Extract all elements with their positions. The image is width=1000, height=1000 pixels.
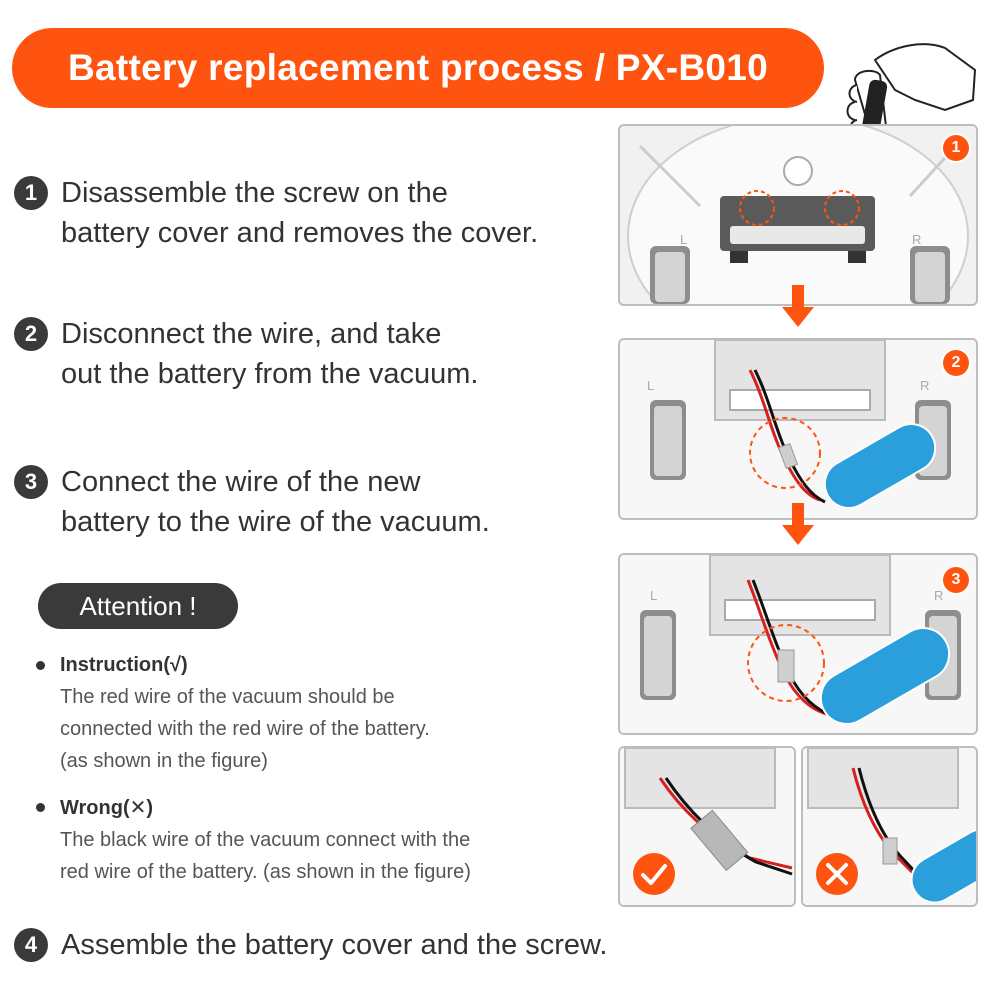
note-instruction-line-3: (as shown in the figure) [60, 750, 268, 772]
note-instruction: Instruction(√) The red wire of the vacuu… [36, 654, 430, 777]
step-1: 1 Disassemble the screw on the battery c… [14, 173, 538, 253]
step-2-text: Disconnect the wire, and take out the ba… [61, 314, 478, 394]
figure-step-3: L R 3 [618, 553, 978, 735]
wheel-label-left: L [650, 588, 657, 603]
down-arrow-icon [782, 503, 814, 545]
attention-badge: Attention ! [38, 583, 238, 629]
step-3-line-1: Connect the wire of the new [61, 466, 421, 498]
correct-connection-illustration [620, 748, 794, 905]
wheel-label-left: L [647, 378, 654, 393]
figure-wrong [801, 746, 978, 907]
step-3-number: 3 [14, 465, 48, 499]
figure-step-2: L R 2 [618, 338, 978, 520]
step-4-text: Assemble the battery cover and the screw… [61, 925, 607, 965]
step-4-line-1: Assemble the battery cover and the screw… [61, 929, 608, 961]
step-4: 4 Assemble the battery cover and the scr… [14, 925, 607, 965]
note-wrong-line-1: The black wire of the vacuum connect wit… [60, 829, 471, 851]
step-3-text: Connect the wire of the new battery to t… [61, 462, 490, 542]
cross-icon [816, 853, 858, 895]
note-wrong-line-2: red wire of the battery. (as shown in th… [60, 861, 471, 883]
note-wrong: Wrong(✕) The black wire of the vacuum co… [36, 795, 471, 888]
step-3-line-2: battery to the wire of the vacuum. [61, 506, 490, 538]
step-1-line-1: Disassemble the screw on the [61, 177, 448, 209]
step-badge-3: 3 [943, 567, 969, 593]
step-1-line-2: battery cover and removes the cover. [61, 217, 539, 249]
wheel-label-right: R [912, 232, 921, 247]
vacuum-bottom-illustration: L R [627, 126, 969, 304]
page-title: Battery replacement process / PX-B010 [67, 47, 769, 88]
note-wrong-title: Wrong(✕) [60, 797, 154, 819]
wheel-label-left: L [680, 232, 687, 247]
note-instruction-line-1: The red wire of the vacuum should be [60, 686, 395, 708]
down-arrow-icon [782, 285, 814, 327]
bullet-icon [36, 661, 45, 670]
step-2: 2 Disconnect the wire, and take out the … [14, 314, 478, 394]
step-1-number: 1 [14, 176, 48, 210]
step-2-line-2: out the battery from the vacuum. [61, 358, 479, 390]
battery-connection-illustration: L R [620, 555, 976, 733]
step-2-number: 2 [14, 317, 48, 351]
bullet-icon [36, 803, 45, 812]
step-badge-1: 1 [943, 135, 969, 161]
figure-correct [618, 746, 796, 907]
wrong-connection-illustration [803, 748, 976, 905]
battery-removal-illustration: L R [620, 340, 976, 518]
wheel-label-right: R [920, 378, 929, 393]
checkmark-icon [633, 853, 675, 895]
note-instruction-title: Instruction(√) [60, 654, 188, 676]
title-banner: Battery replacement process / PX-B010 [12, 28, 824, 108]
wheel-label-right: R [934, 588, 943, 603]
step-1-text: Disassemble the screw on the battery cov… [61, 173, 538, 253]
step-2-line-1: Disconnect the wire, and take [61, 318, 442, 350]
figure-step-1: L R 1 [618, 124, 978, 306]
step-4-number: 4 [14, 928, 48, 962]
step-3: 3 Connect the wire of the new battery to… [14, 462, 490, 542]
step-badge-2: 2 [943, 350, 969, 376]
note-instruction-line-2: connected with the red wire of the batte… [60, 718, 430, 740]
